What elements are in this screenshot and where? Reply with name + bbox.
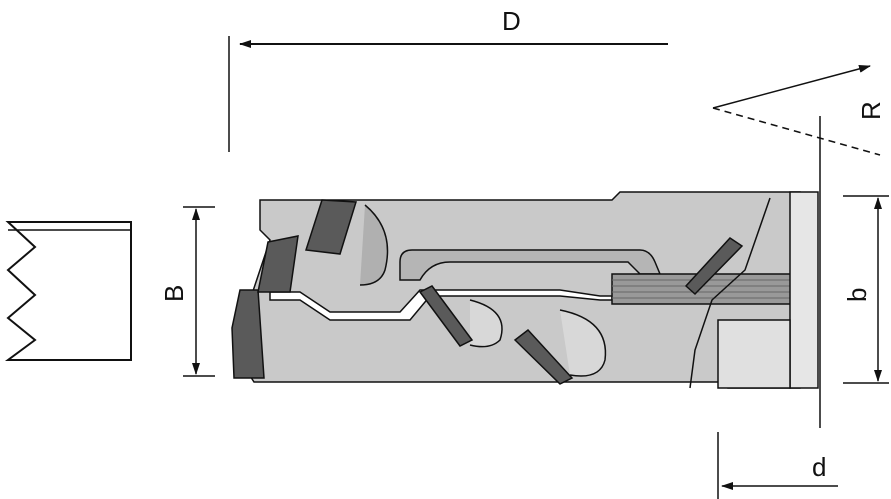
cutter-body <box>239 191 819 389</box>
dimension-R <box>712 64 881 156</box>
insert-5 <box>513 328 574 385</box>
dimension-d <box>717 116 838 499</box>
insert-3 <box>305 199 357 255</box>
cutting-inserts <box>231 199 744 385</box>
label-R: R <box>856 101 886 120</box>
insert-1 <box>231 289 265 379</box>
dimension-D <box>228 36 668 152</box>
insert-4 <box>418 285 474 347</box>
label-d: d <box>812 452 826 482</box>
label-B: B <box>159 285 189 302</box>
dimension-b <box>843 195 889 384</box>
label-b: b <box>842 288 872 302</box>
workpiece-profile <box>4 221 132 361</box>
insert-6 <box>684 237 744 296</box>
label-D: D <box>502 6 521 36</box>
insert-2 <box>257 235 299 293</box>
dimension-B <box>183 206 215 377</box>
